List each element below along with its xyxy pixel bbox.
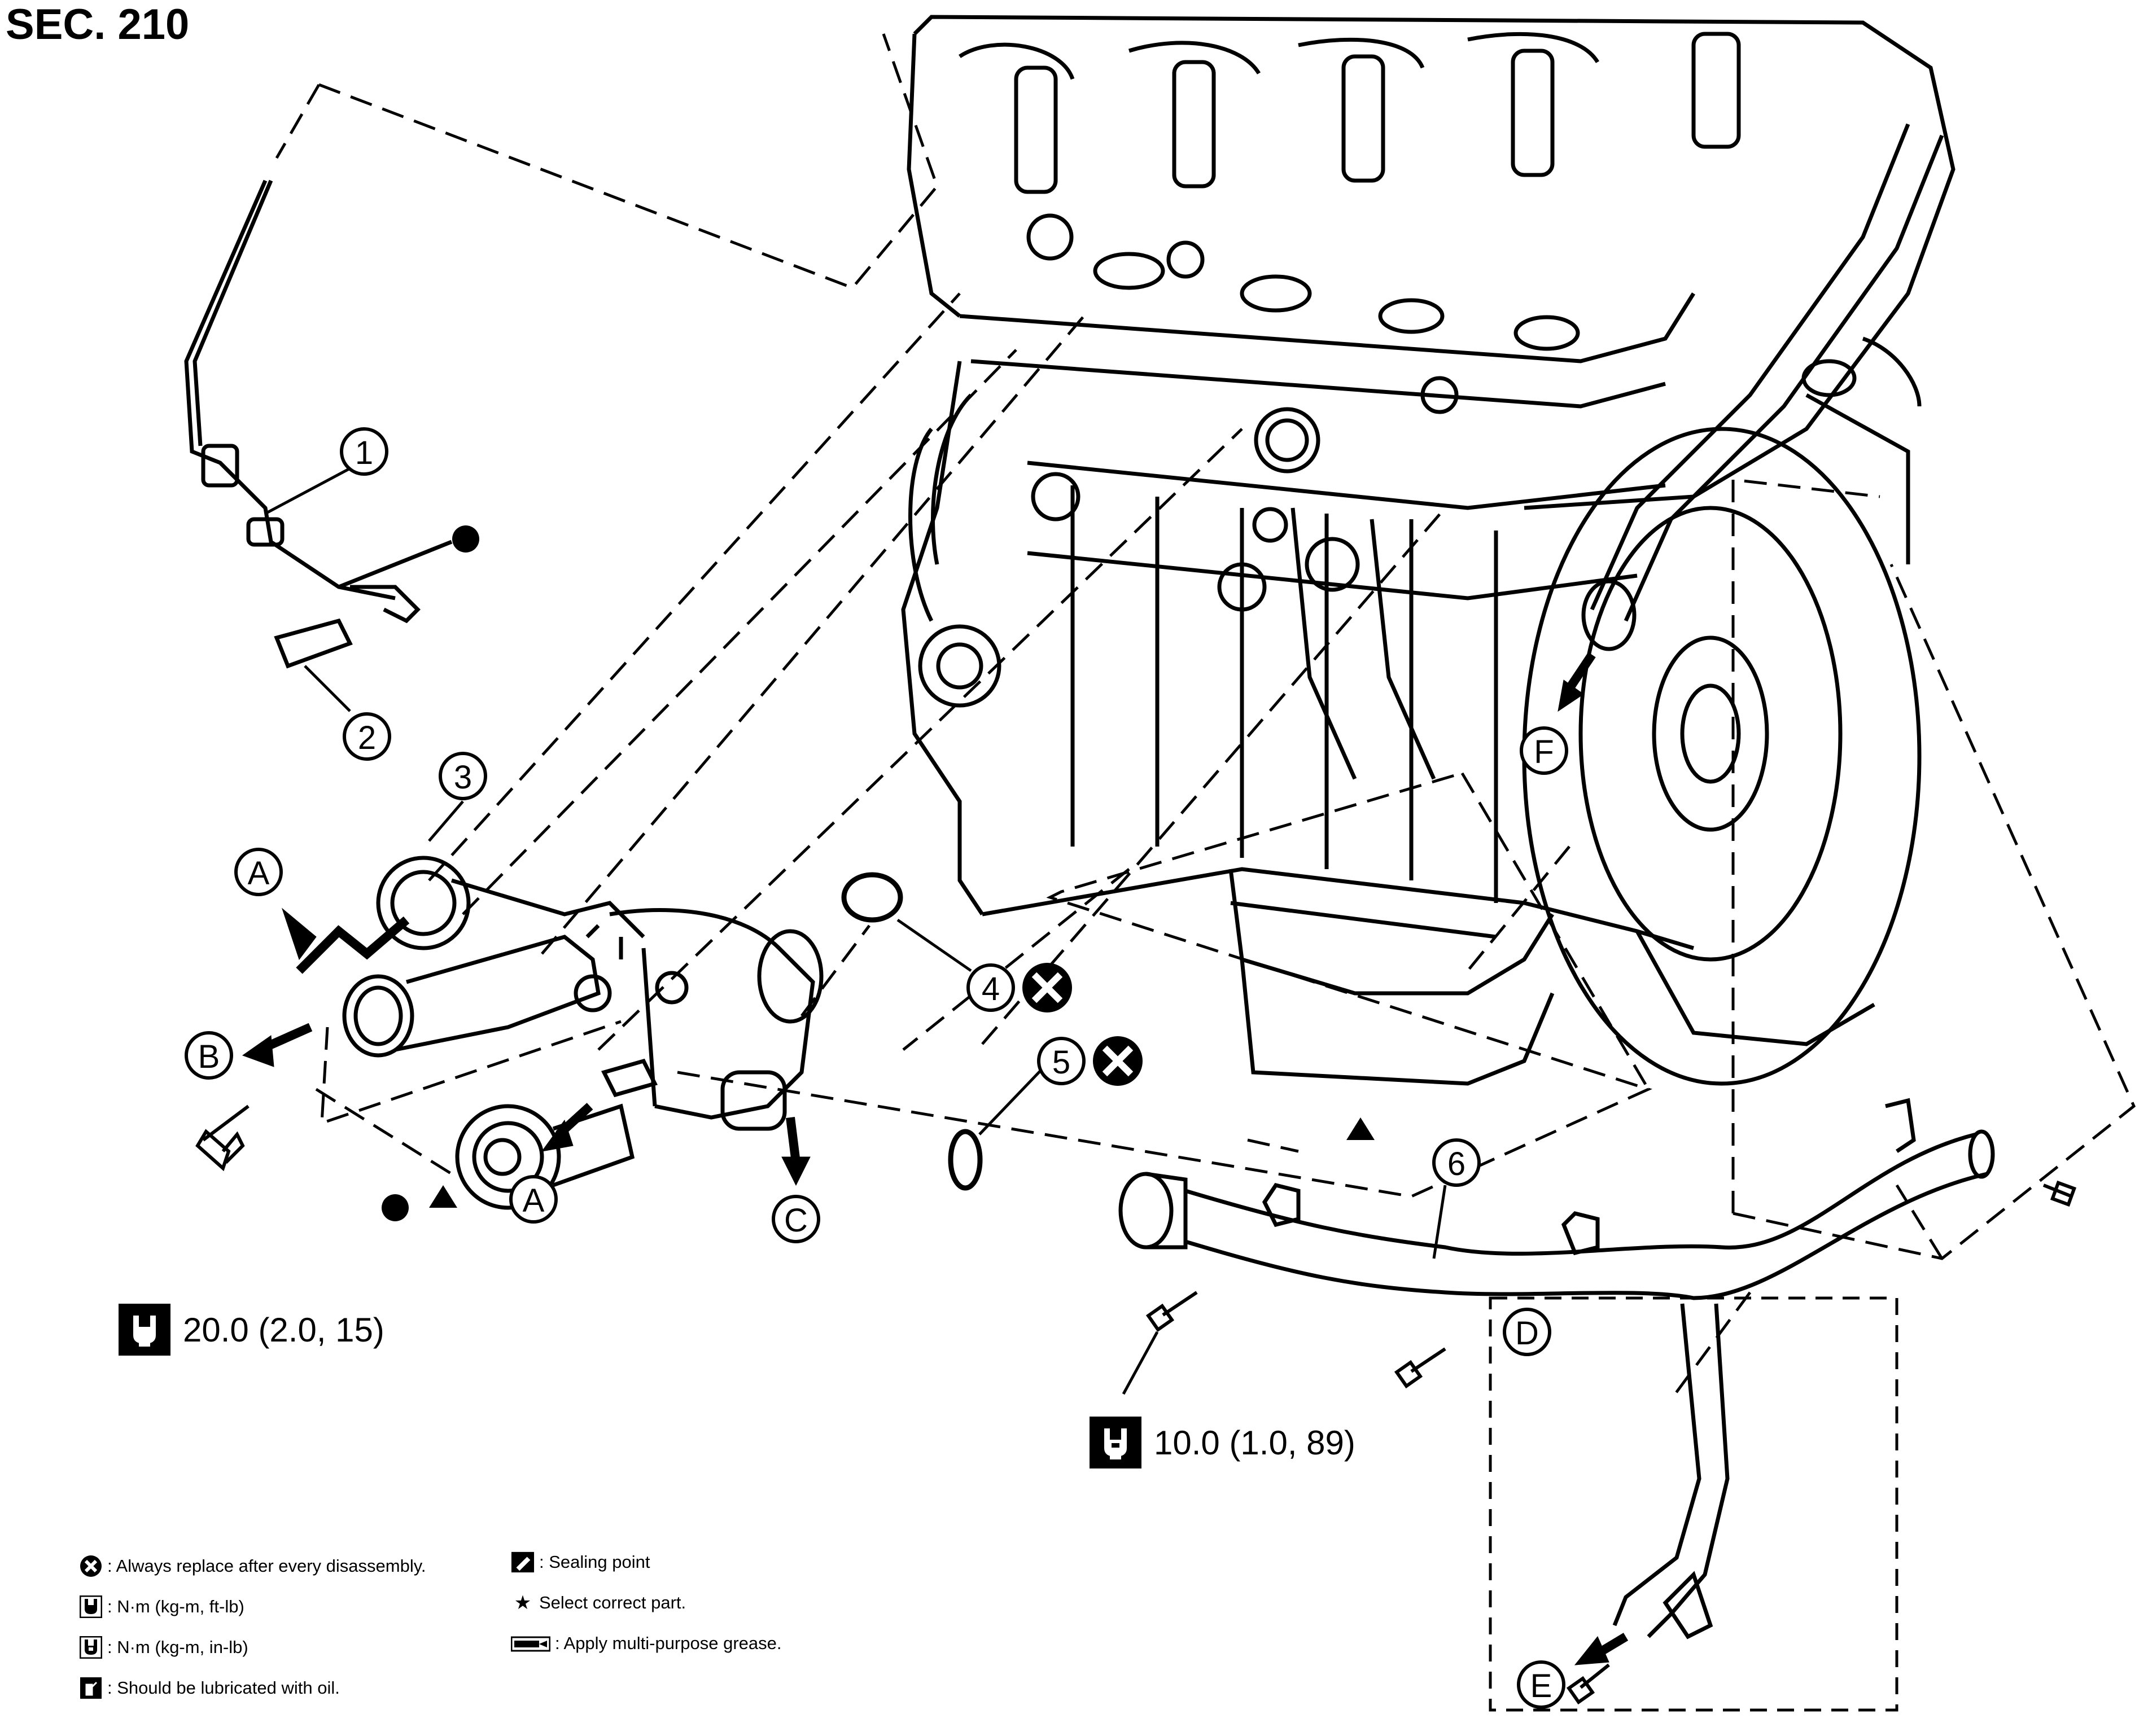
- engine-block: [901, 15, 1955, 1086]
- callout-6: 6: [1432, 1138, 1481, 1187]
- flow-arrows: [242, 652, 1629, 1665]
- legend-select: ★ Select correct part.: [511, 1592, 782, 1614]
- legend-nm-inlb: : N·m (kg-m, in-lb): [79, 1636, 426, 1659]
- legend-nm-ftlb: : N·m (kg-m, ft-lb): [79, 1595, 426, 1618]
- grease-dot-marker: [382, 1194, 409, 1221]
- grease-dot-marker: [452, 525, 479, 553]
- callout-2-text: 2: [358, 720, 376, 756]
- svg-text:E: E: [1530, 1668, 1552, 1704]
- svg-text:C: C: [784, 1202, 808, 1239]
- leader-lines: [264, 467, 1447, 1395]
- callout-3: 3: [439, 752, 487, 800]
- torque-ftlb-icon: [79, 1595, 103, 1619]
- section-title: SEC. 210: [6, 1, 190, 49]
- bolt-left: [195, 1104, 250, 1172]
- torque-inlb-icon: [79, 1636, 103, 1659]
- svg-text:D: D: [1515, 1315, 1539, 1352]
- guide-lines: [275, 33, 2136, 1401]
- svg-text:A: A: [523, 1182, 545, 1219]
- callout-4: 4: [966, 963, 1072, 1012]
- replace-icon: [79, 1554, 103, 1578]
- callout-1-text: 1: [355, 435, 373, 471]
- svg-text:F: F: [1534, 734, 1554, 770]
- water-pipe: [1118, 1098, 1995, 1639]
- o-ring-4: [841, 872, 903, 923]
- torque-right-value: 10.0 (1.0, 89): [1154, 1423, 1355, 1462]
- callout-3-text: 3: [454, 759, 472, 796]
- callout-4-text: 4: [982, 971, 1000, 1007]
- letter-a-bottom: A: [509, 1175, 558, 1224]
- letter-f: F: [1520, 726, 1568, 775]
- torque-wrench-inlb-icon: [1090, 1417, 1141, 1468]
- grease-gun-icon: [511, 1632, 550, 1655]
- torque-wrench-ftlb-icon: [119, 1304, 170, 1356]
- torque-spec-right: 10.0 (1.0, 89): [1090, 1417, 1355, 1468]
- torque-spec-left: 20.0 (2.0, 15): [119, 1304, 384, 1356]
- callout-5: 5: [1037, 1036, 1143, 1086]
- callout-1: 1: [340, 427, 388, 476]
- o-ring-5: [948, 1129, 983, 1191]
- star-icon: ★: [514, 1592, 532, 1614]
- triangle-marker: [1346, 1117, 1375, 1140]
- legend-left: : Always replace after every disassembly…: [79, 1555, 426, 1717]
- torque-left-value: 20.0 (2.0, 15): [183, 1310, 384, 1349]
- oil-can-icon: [79, 1676, 103, 1700]
- pipe-bolts: [1145, 1180, 2077, 1705]
- callout-2: 2: [343, 712, 391, 761]
- letter-e: E: [1517, 1660, 1565, 1709]
- callout-5-text: 5: [1052, 1044, 1070, 1081]
- letter-a-top: A: [234, 848, 283, 896]
- triangle-marker: [429, 1185, 457, 1208]
- letter-c: C: [772, 1195, 820, 1243]
- legend-lube-oil: : Should be lubricated with oil.: [79, 1677, 426, 1699]
- svg-text:B: B: [198, 1038, 220, 1075]
- legend-sealing: : Sealing point: [511, 1551, 782, 1573]
- sealing-point-icon: [511, 1550, 535, 1574]
- water-outlet-housing: [342, 856, 824, 1210]
- letter-b: B: [185, 1031, 233, 1080]
- sensor-harness: [184, 179, 453, 669]
- svg-text:A: A: [248, 855, 270, 892]
- legend-replace: : Always replace after every disassembly…: [79, 1555, 426, 1577]
- legend-grease: : Apply multi-purpose grease.: [511, 1632, 782, 1655]
- callout-6-text: 6: [1447, 1146, 1465, 1182]
- letter-d: D: [1503, 1308, 1551, 1356]
- legend-right: : Sealing point ★ Select correct part. :…: [511, 1551, 782, 1673]
